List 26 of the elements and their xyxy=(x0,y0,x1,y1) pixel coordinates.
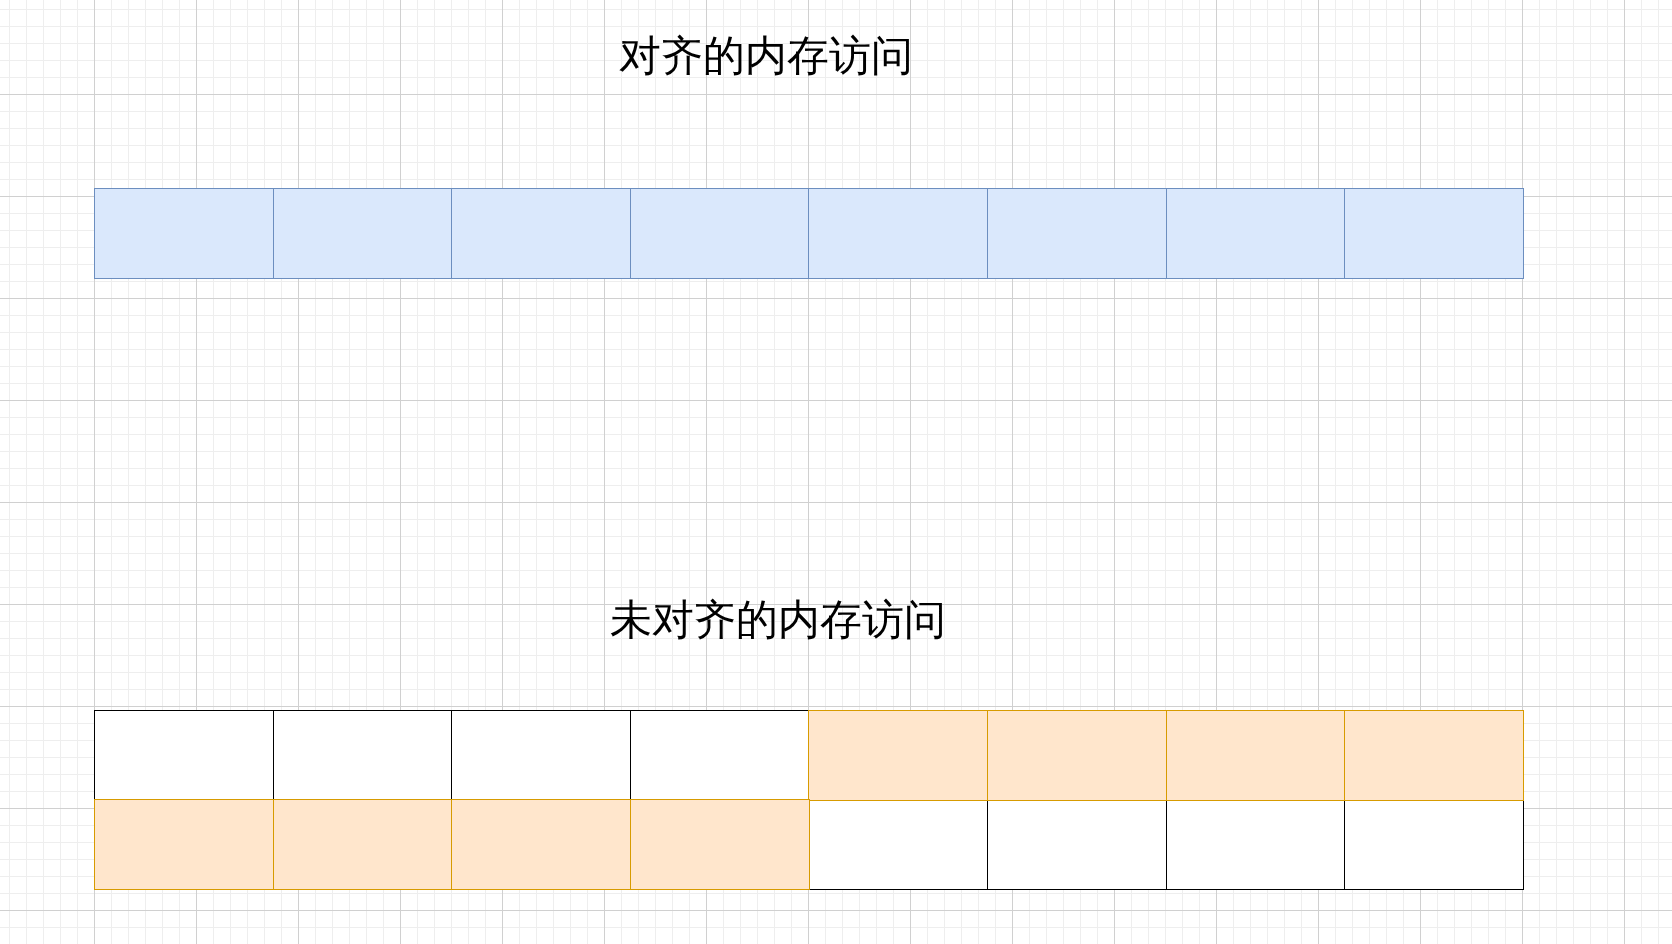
memory-cell xyxy=(629,799,810,890)
memory-cell xyxy=(987,710,1168,801)
memory-cell xyxy=(808,799,989,890)
memory-cell xyxy=(272,710,453,801)
memory-cell xyxy=(94,188,275,279)
memory-cell xyxy=(1344,799,1525,890)
memory-cell xyxy=(94,710,275,801)
memory-cell xyxy=(629,710,810,801)
memory-cell xyxy=(987,799,1168,890)
memory-cell xyxy=(451,188,632,279)
memory-cell xyxy=(987,188,1168,279)
memory-cell xyxy=(94,799,275,890)
memory-cell xyxy=(1165,710,1346,801)
memory-cell xyxy=(1344,710,1525,801)
memory-cell xyxy=(629,188,810,279)
memory-cell xyxy=(1165,799,1346,890)
section-heading: 未对齐的内存访问 xyxy=(610,594,946,646)
section-heading: 对齐的内存访问 xyxy=(619,30,913,82)
memory-cell xyxy=(808,188,989,279)
memory-cell xyxy=(451,799,632,890)
memory-cell xyxy=(1344,188,1525,279)
memory-cell xyxy=(808,710,989,801)
memory-cell xyxy=(451,710,632,801)
memory-cell xyxy=(1165,188,1346,279)
memory-cell xyxy=(272,799,453,890)
memory-cell xyxy=(272,188,453,279)
